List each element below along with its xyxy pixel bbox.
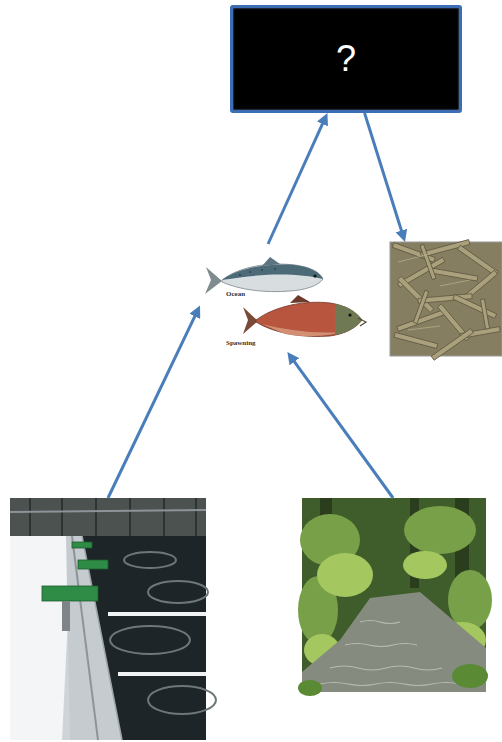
stream-picture [403, 551, 447, 579]
hatchery-picture [110, 626, 190, 654]
stream-picture [320, 683, 460, 686]
spawning-salmon-picture [262, 324, 340, 336]
ocean-salmon-picture [313, 274, 316, 277]
food-pellets-picture [398, 254, 470, 330]
flow-arrow [108, 311, 197, 498]
food-pellets-picture [453, 294, 497, 318]
food-pellets-picture [392, 240, 500, 361]
ocean-salmon-picture [239, 274, 241, 276]
stream-photo [302, 498, 486, 692]
food-pellets-picture [390, 240, 502, 361]
hatchery-picture [10, 498, 216, 740]
ocean-salmon-picture [222, 264, 323, 292]
food-pellets-picture [420, 244, 436, 279]
hatchery-picture [10, 498, 206, 740]
hatchery-picture [108, 612, 206, 616]
hatchery-picture [129, 498, 131, 536]
food-pellets-picture [398, 276, 434, 312]
ocean-salmon-picture [205, 267, 222, 294]
stream-picture [360, 621, 400, 624]
stream-picture [298, 498, 492, 696]
food-pellets-picture [457, 245, 498, 275]
food-pellets-picture [398, 254, 430, 262]
stream-picture [320, 621, 460, 686]
spawning-salmon-picture [358, 318, 366, 326]
hatchery-picture [10, 510, 206, 512]
spawning-salmon-picture [348, 313, 351, 316]
spawning-salmon-picture [335, 304, 362, 335]
ocean-salmon-picture [261, 269, 263, 271]
spawning-salmon-picture [256, 302, 362, 336]
ocean-salmon-picture [239, 268, 276, 276]
ocean-salmon-picture [222, 265, 323, 280]
hatchery-picture [10, 536, 72, 740]
flow-arrow [268, 118, 325, 244]
food-pellets-picture [440, 280, 470, 286]
stream-picture [345, 644, 417, 647]
food-pellets-picture [390, 242, 502, 356]
hatchery-picture [110, 552, 216, 714]
salmon-illustration: OceanSpawning [200, 244, 368, 352]
flow-arrow [365, 113, 404, 236]
ocean-salmon-picture [274, 268, 276, 270]
stage-label: Ocean [226, 291, 245, 299]
fish-food-photo [390, 242, 502, 356]
hatchery-picture [10, 498, 206, 536]
hatchery-picture [66, 536, 122, 740]
hatchery-picture [148, 581, 208, 603]
hatchery-picture [148, 686, 216, 714]
hatchery-picture [195, 498, 197, 536]
hatchery-picture [163, 498, 165, 536]
food-pellets-picture [431, 329, 473, 361]
stream-picture [404, 506, 476, 554]
stream-picture [330, 666, 442, 670]
food-pellets-picture [394, 332, 438, 348]
hatchery-picture [42, 586, 98, 601]
hatchery-picture [72, 542, 92, 548]
hatchery-photo [10, 498, 206, 740]
stream-picture [317, 553, 373, 597]
stream-picture [298, 664, 488, 696]
spawning-salmon-picture [290, 295, 310, 303]
stream-picture [448, 570, 492, 630]
hatchery-picture [29, 498, 31, 536]
question-box: ? [230, 5, 462, 113]
food-pellets-picture [408, 326, 440, 330]
question-mark: ? [336, 39, 356, 79]
hatchery-picture [42, 542, 108, 601]
ocean-salmon-picture [262, 257, 280, 266]
food-pellets-picture [413, 290, 428, 323]
hatchery-picture [62, 601, 70, 631]
flow-arrow [291, 357, 393, 498]
hatchery-picture [61, 498, 63, 536]
food-pellets-picture [430, 268, 478, 281]
stream-picture [452, 664, 488, 688]
spawning-salmon-picture [243, 295, 366, 336]
hatchery-picture [108, 612, 206, 676]
food-pellets-picture [480, 299, 489, 329]
hatchery-picture [95, 498, 97, 536]
ocean-salmon-picture [205, 257, 323, 294]
hatchery-picture [124, 552, 176, 568]
hatchery-picture [78, 560, 108, 569]
hatchery-picture [30, 498, 196, 536]
stream-picture [298, 680, 322, 696]
stage-label: Spawning [226, 340, 256, 348]
hatchery-picture [118, 672, 206, 676]
ocean-salmon-picture [249, 271, 251, 273]
